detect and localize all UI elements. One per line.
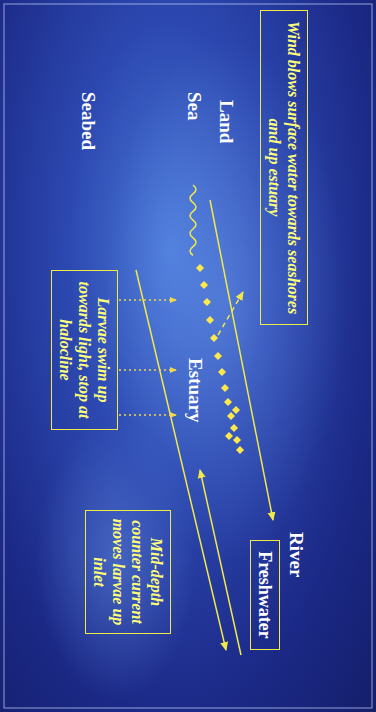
box-text: Freshwater	[255, 547, 275, 643]
larva-dot	[236, 446, 244, 454]
note-box: Mid-depth counter current moves larvae u…	[85, 510, 171, 634]
slide-frame	[4, 4, 372, 708]
box-text: Mid-depth counter current moves larvae u…	[90, 517, 166, 627]
larva-dot	[232, 406, 240, 414]
larva-dot	[196, 264, 204, 272]
region-label: River	[286, 532, 306, 577]
region-label: Estuary	[185, 358, 205, 422]
box-text: Wind blows surface water towards seashor…	[265, 17, 303, 318]
larva-dot	[224, 398, 232, 406]
larva-dot	[203, 298, 211, 306]
outflow-arrow	[200, 470, 241, 655]
larva-dot	[230, 424, 238, 432]
background-glow	[36, 420, 196, 700]
surface-drift-arrow	[218, 292, 243, 335]
freshwater-box: Freshwater	[250, 540, 280, 650]
light-arrow	[119, 369, 176, 371]
larva-dot	[214, 352, 222, 360]
note-box: Larvae swim up towards light, stop at ha…	[51, 270, 118, 430]
larva-dot	[210, 334, 218, 342]
light-arrow	[119, 299, 176, 301]
larva-dot	[221, 384, 229, 392]
region-label: Land	[216, 100, 236, 143]
wind-arrow	[210, 200, 273, 520]
larva-dot	[200, 281, 208, 289]
light-arrow	[119, 414, 176, 416]
larva-dot	[227, 412, 235, 420]
sea-surface-wave	[190, 185, 196, 255]
region-label: Sea	[184, 92, 204, 121]
box-text: Larvae swim up towards light, stop at ha…	[56, 277, 113, 423]
larva-dot	[206, 316, 214, 324]
note-box: Wind blows surface water towards seashor…	[260, 10, 308, 325]
larva-dot	[233, 436, 241, 444]
larva-dot	[225, 432, 233, 440]
larva-dot	[218, 368, 226, 376]
region-label: Seabed	[78, 92, 98, 150]
